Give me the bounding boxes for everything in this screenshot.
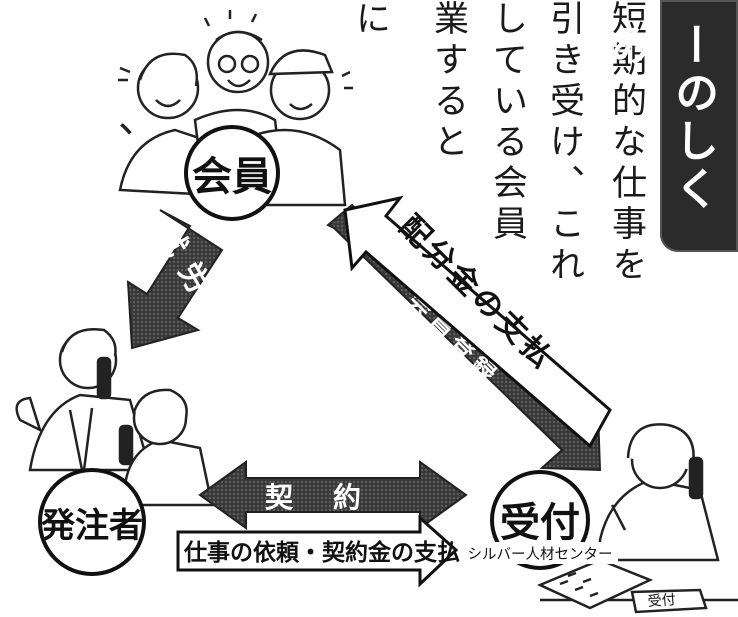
client-label: 発注者: [41, 506, 143, 546]
request-label: 仕事の依頼・契約金の支払: [183, 539, 460, 566]
contract-arrow: 契約: [198, 460, 468, 530]
body-text-line-4: 業すると: [428, 0, 468, 164]
member-label: 会員: [192, 154, 272, 200]
body-text-line-1: 短期的な仕事を: [606, 0, 646, 287]
body-text-line-2: 引き受け、これ: [544, 0, 584, 287]
desk-sign: 受付: [647, 592, 676, 610]
request-arrow: 仕事の依頼・契約金の支払: [176, 514, 460, 588]
reception-illustration: [536, 423, 738, 614]
member-node: 会員: [184, 125, 280, 221]
section-tab: ーのしくみ: [603, 0, 738, 252]
body-text-line-3: している会員: [487, 0, 527, 246]
contract-label: 契約: [265, 481, 401, 514]
employment-arrow: 就労: [126, 209, 224, 350]
client-node: 発注者: [38, 468, 146, 576]
section-tab-label: ーのしくみ: [603, 22, 718, 214]
reception-label: 受付: [500, 500, 580, 546]
reception-sublabel: シルバー人材センター: [468, 546, 613, 563]
body-text-line-5: に: [350, 0, 390, 41]
client-illustration: [15, 328, 214, 507]
